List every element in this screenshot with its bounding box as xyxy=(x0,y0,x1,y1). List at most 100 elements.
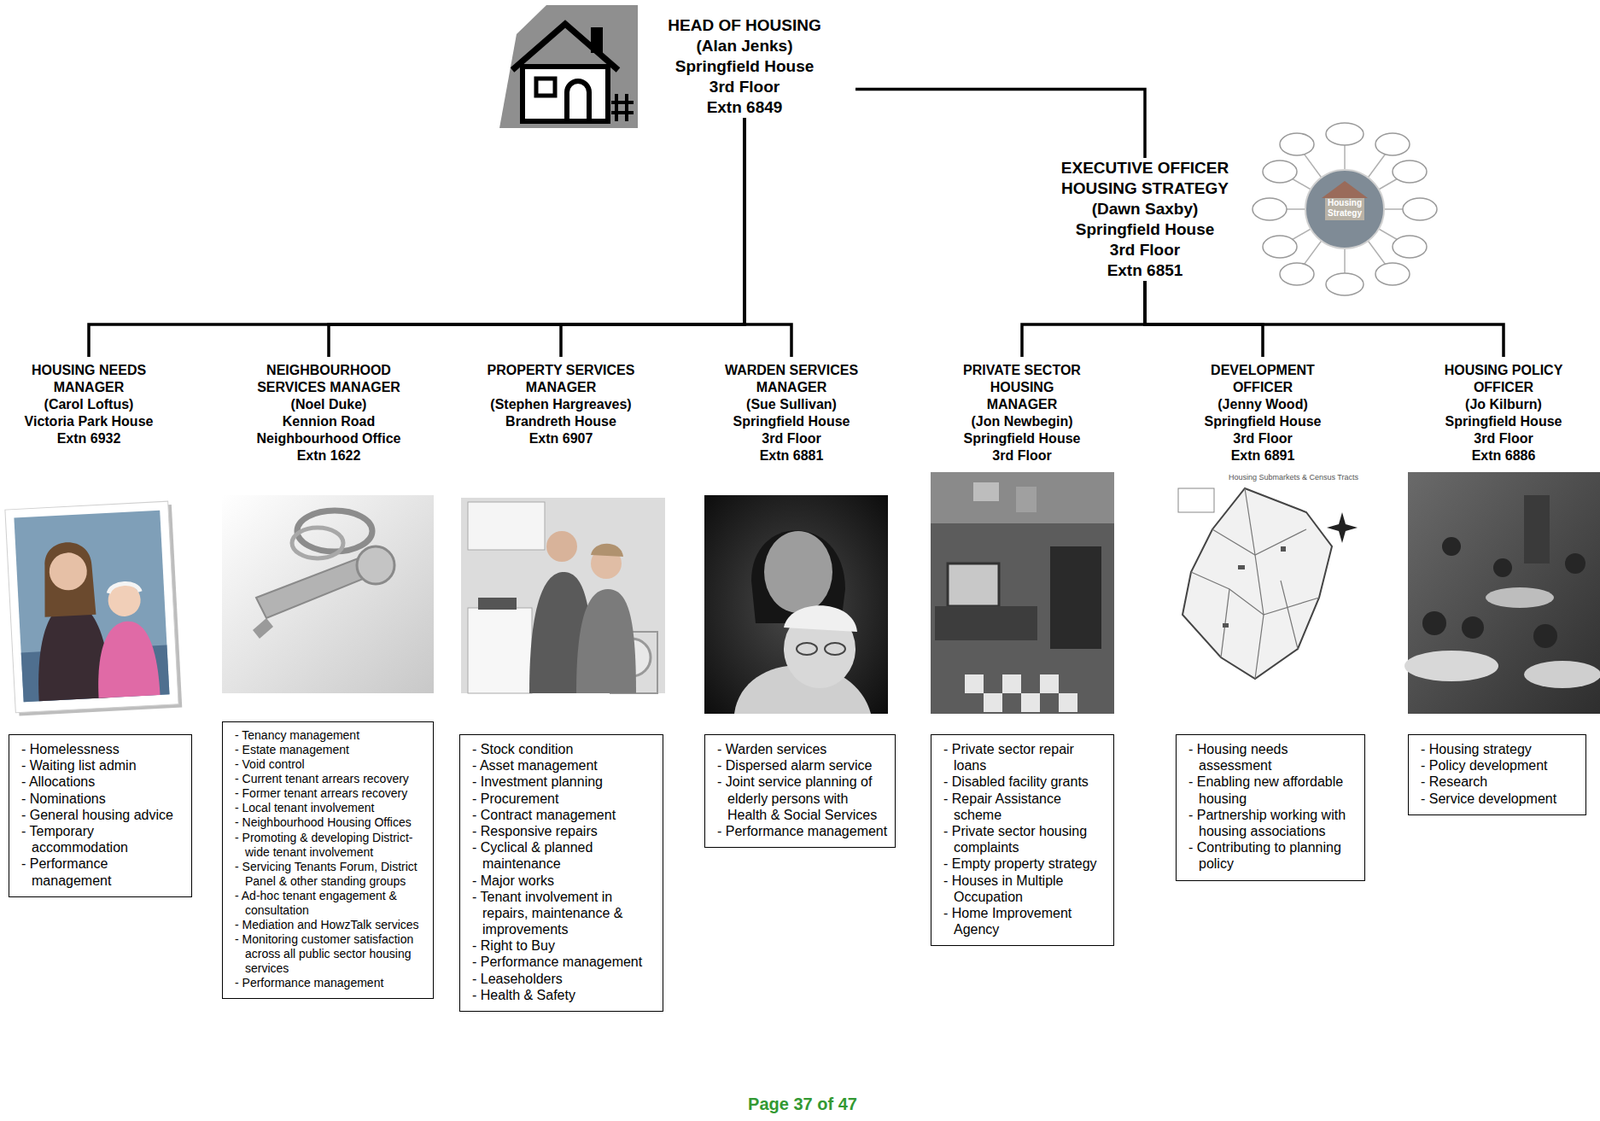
duty-item: - Nominations xyxy=(21,790,185,807)
role-heading: HEAD OF HOUSING(Alan Jenks)Springfield H… xyxy=(633,15,856,118)
contact-line: Extn 1622 xyxy=(233,447,426,465)
duty-item: - Enabling new affordable housing xyxy=(1188,773,1358,806)
contact-line: (Sue Sullivan) xyxy=(695,396,888,414)
role-title: PRIVATE SECTOR HOUSING MANAGER xyxy=(957,362,1087,414)
role-heading: HOUSING POLICY OFFICER(Jo Kilburn)Spring… xyxy=(1426,362,1581,465)
duty-item: - General housing advice xyxy=(21,806,185,824)
contact-line: Springfield House xyxy=(957,430,1087,448)
photo-warden xyxy=(704,495,888,714)
contact-line: Extn 6849 xyxy=(633,97,856,118)
duty-item: - Performance management xyxy=(234,975,427,991)
duty-item: - Partnership working with housing assoc… xyxy=(1188,806,1358,840)
map-caption: Housing Submarkets & Census Tracts xyxy=(1220,472,1367,482)
contact-line: Extn 6886 xyxy=(1426,447,1581,465)
role-title: HEAD OF HOUSING xyxy=(633,15,856,36)
duty-item: - Housing strategy xyxy=(1420,741,1579,758)
duty-item: - Joint service planning of elderly pers… xyxy=(717,773,888,824)
duty-item: - Promoting & developing District-wide t… xyxy=(234,830,427,860)
contact-line: (Jo Kilburn) xyxy=(1426,396,1581,414)
district-map xyxy=(1173,472,1363,684)
contact-line: (Stephen Hargreaves) xyxy=(465,396,658,414)
contact-line: Springfield House xyxy=(1185,413,1340,431)
role-heading: DEVELOPMENT OFFICER(Jenny Wood)Springfie… xyxy=(1185,362,1340,465)
duty-item: - Home Improvement Agency xyxy=(943,905,1107,938)
manager-node: WARDEN SERVICES MANAGER(Sue Sullivan)Spr… xyxy=(704,356,896,848)
photo-keys xyxy=(221,495,434,694)
duty-item: - Empty property strategy xyxy=(943,855,1107,872)
org-connector xyxy=(855,88,1145,158)
duty-item: - Waiting list admin xyxy=(21,757,185,774)
contact-line: 3rd Floor xyxy=(957,447,1087,465)
duty-list-box: - Tenancy management- Estate management-… xyxy=(221,721,434,999)
duty-item: - Disabled facility grants xyxy=(943,773,1107,790)
contact-line: (Noel Duke) xyxy=(233,396,426,414)
duty-list-box: - Private sector repair loans- Disabled … xyxy=(930,734,1115,946)
duty-item: - Housing needs assessment xyxy=(1188,741,1358,774)
org-connector xyxy=(1021,280,1145,357)
manager-node: HOUSING NEEDS MANAGER(Carol Loftus)Victo… xyxy=(8,356,193,898)
duty-item: - Contributing to planning policy xyxy=(1188,839,1358,872)
officer-node: EXECUTIVE OFFICER HOUSING STRATEGY(Dawn … xyxy=(1042,157,1248,281)
org-connector xyxy=(1144,280,1263,357)
strategy-wheel xyxy=(1252,122,1437,296)
photo-meeting xyxy=(1404,472,1600,714)
contact-line: (Dawn Saxby) xyxy=(1042,198,1248,220)
contact-line: 3rd Floor xyxy=(695,430,888,448)
officer-node: HEAD OF HOUSING(Alan Jenks)Springfield H… xyxy=(633,15,856,118)
duty-item: - Tenancy management xyxy=(234,728,427,743)
duty-item: - Major works xyxy=(472,872,656,889)
role-title: EXECUTIVE OFFICER HOUSING STRATEGY xyxy=(1042,157,1248,199)
duty-item: - Temporary accommodation xyxy=(21,823,185,856)
contact-line: (Jenny Wood) xyxy=(1185,396,1340,414)
duty-item: - Servicing Tenants Forum, District Pane… xyxy=(234,859,427,889)
duty-item: - Responsive repairs xyxy=(472,823,656,840)
duty-item: - Research xyxy=(1420,773,1579,790)
duty-item: - Investment planning xyxy=(472,773,656,790)
duty-item: - Homelessness xyxy=(21,741,185,758)
duty-item: - Neighbourhood Housing Offices xyxy=(234,815,427,830)
photo-room xyxy=(930,472,1115,714)
contact-line: Brandreth House xyxy=(465,413,658,431)
org-connector xyxy=(88,117,745,357)
manager-node: DEVELOPMENT OFFICER(Jenny Wood)Springfie… xyxy=(1175,356,1366,882)
role-title: HOUSING POLICY OFFICER xyxy=(1426,362,1581,397)
duty-list-box: - Housing needs assessment- Enabling new… xyxy=(1175,734,1366,882)
role-heading: HOUSING NEEDS MANAGER(Carol Loftus)Victo… xyxy=(3,362,175,448)
duty-item: - Void control xyxy=(234,757,427,772)
duty-item: - Monitoring customer satisfaction acros… xyxy=(234,932,427,976)
duty-item: - Leaseholders xyxy=(472,970,656,987)
duty-item: - Dispersed alarm service xyxy=(717,757,888,774)
role-title: NEIGHBOURHOOD SERVICES MANAGER xyxy=(233,362,426,397)
duty-item: - Health & Safety xyxy=(472,986,656,1004)
role-heading: WARDEN SERVICES MANAGER(Sue Sullivan)Spr… xyxy=(695,362,888,465)
duty-list-box: - Stock condition- Asset management- Inv… xyxy=(459,734,664,1012)
role-heading: PRIVATE SECTOR HOUSING MANAGER(Jon Newbe… xyxy=(957,362,1087,465)
contact-line: Springfield House xyxy=(633,56,856,77)
contact-line: Springfield House xyxy=(695,413,888,431)
duty-item: - Contract management xyxy=(472,806,656,824)
duty-list-box: - Homelessness- Waiting list admin- Allo… xyxy=(8,734,193,898)
duty-item: - Asset management xyxy=(472,757,656,774)
duty-item: - Cyclical & planned maintenance xyxy=(472,839,656,872)
duty-list-box: - Warden services- Dispersed alarm servi… xyxy=(704,734,896,848)
contact-line: Extn 6851 xyxy=(1042,260,1248,281)
duty-item: - Warden services xyxy=(717,741,888,758)
contact-line: (Carol Loftus) xyxy=(3,396,175,414)
photo-mother-child xyxy=(5,501,182,717)
role-title: DEVELOPMENT OFFICER xyxy=(1185,362,1340,397)
org-connector xyxy=(328,117,745,357)
manager-node: PRIVATE SECTOR HOUSING MANAGER(Jon Newbe… xyxy=(930,356,1115,946)
contact-line: Extn 6907 xyxy=(465,430,658,448)
duty-item: - Repair Assistance scheme xyxy=(943,790,1107,824)
contact-line: Victoria Park House xyxy=(3,413,175,431)
duty-item: - Procurement xyxy=(472,790,656,807)
image-caption: Housing Strategy xyxy=(1319,198,1371,218)
duty-item: - Right to Buy xyxy=(472,937,656,954)
role-heading: NEIGHBOURHOOD SERVICES MANAGER(Noel Duke… xyxy=(233,362,426,465)
contact-line: 3rd Floor xyxy=(1426,430,1581,448)
duty-item: - Houses in Multiple Occupation xyxy=(943,872,1107,906)
role-title: WARDEN SERVICES MANAGER xyxy=(695,362,888,397)
duty-item: - Ad-hoc tenant engagement & consultatio… xyxy=(234,888,427,918)
contact-line: Extn 6881 xyxy=(695,447,888,465)
